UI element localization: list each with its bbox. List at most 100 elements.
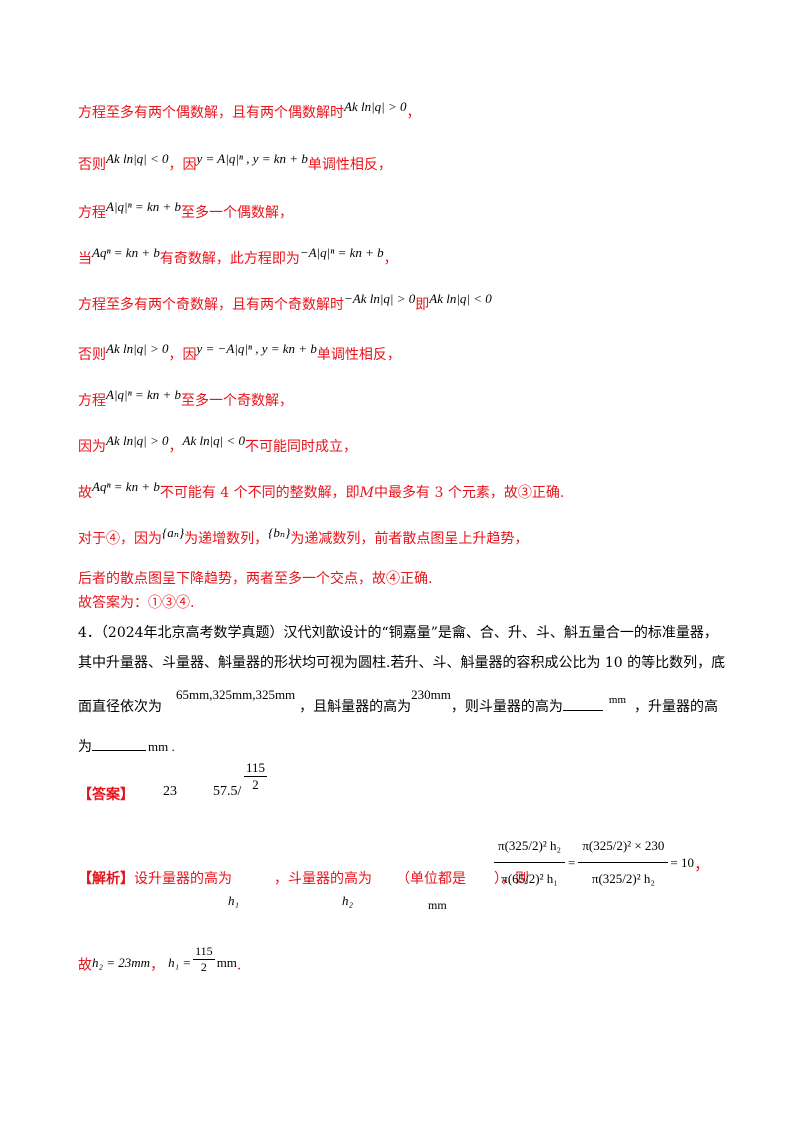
text: ，则斗量器的高为	[450, 699, 563, 715]
formula: A|q|ⁿ = kn + b	[106, 387, 181, 402]
formula: {bₙ}	[268, 525, 291, 540]
formula: h₂ = 23mm	[92, 954, 151, 970]
text: 方程	[78, 393, 106, 409]
denominator: π(65/2)² h₁	[501, 871, 558, 886]
formula: y = −A|q|ⁿ , y = kn + b	[196, 341, 317, 356]
solution-conclusion: 故答案为：①③④.	[78, 595, 195, 611]
formula: {aₙ}	[162, 525, 185, 540]
equation-result: = 10	[670, 854, 695, 870]
solution-line-3: 方程A|q|ⁿ = kn + b至多一个偶数解，	[78, 199, 293, 222]
numerator: 115	[244, 760, 268, 777]
numerator: 115	[193, 944, 215, 960]
text: 面直径依次为	[78, 699, 162, 715]
variable-h1: h₁	[228, 893, 240, 908]
text: 因为	[78, 439, 106, 455]
text: 至多一个奇数解，	[181, 393, 293, 409]
solution-line-1: 方程至多有两个偶数解，且有两个偶数解时Ak ln|q| > 0，	[78, 99, 421, 122]
formula: Ak ln|q| < 0	[429, 291, 492, 306]
answer-blank-1[interactable]	[562, 698, 603, 711]
text: ，因	[168, 157, 197, 173]
problem-line-1: 4．（2024年北京高考数学真题）汉代刘歆设计的“铜嘉量”是龠、合、升、斗、斛五…	[78, 625, 718, 641]
text: （单位都是	[396, 871, 466, 887]
solution-line-10: 对于④，因为{aₙ}为递增数列，{bₙ}为递减数列，前者散点图呈上升趋势，	[78, 525, 529, 548]
text: 中最多有 3 个元素，故③正确.	[374, 485, 565, 501]
denominator: 2	[200, 960, 207, 974]
text: 即	[415, 297, 430, 313]
text: 方程至多有两个奇数解，且有两个奇数解时	[78, 297, 344, 313]
analysis-label: 【解析】	[78, 871, 134, 887]
text: 不可能同时成立，	[245, 439, 357, 455]
formula: Ak ln|q| > 0	[344, 99, 407, 114]
solution-line-6: 否则Ak ln|q| > 0，因y = −A|q|ⁿ , y = kn + b单…	[78, 341, 401, 364]
text: 方程至多有两个偶数解，且有两个偶数解时	[78, 105, 344, 121]
answer-fraction: 115 2	[244, 760, 268, 793]
answer-value-1: 23	[163, 784, 177, 799]
problem-line-3: 面直径依次为 65mm,325mm,325mm，且斛量器的高为230mm，则斗量器…	[78, 687, 719, 717]
unit: mm	[216, 954, 237, 970]
text: ，	[694, 854, 711, 874]
text: ，	[168, 439, 183, 455]
formula: h₁ =	[168, 954, 192, 970]
solution-line-7: 方程A|q|ⁿ = kn + b至多一个奇数解，	[78, 387, 293, 410]
variable-h2: h₂	[342, 893, 354, 908]
text: ），则	[494, 871, 529, 887]
set-symbol: M	[359, 485, 375, 501]
formula: A|q|ⁿ = kn + b	[106, 199, 181, 214]
answer-value-2: 57.5/	[213, 784, 242, 799]
numerator: π(325/2)² × 230	[578, 830, 669, 863]
problem-line-4: 为 mm .	[78, 738, 175, 756]
solution-line-2: 否则Ak ln|q| < 0，因y = A|q|ⁿ , y = kn + b单调…	[78, 151, 392, 174]
formula: Ak ln|q| > 0	[106, 341, 169, 356]
text: 否则	[78, 347, 106, 363]
unit: mm .	[148, 739, 175, 754]
text: 方程	[78, 205, 106, 221]
text: 至多一个偶数解，	[181, 205, 293, 221]
text: ，斗量器的高为	[274, 871, 372, 887]
text: 单调性相反，	[307, 157, 392, 173]
answer-blank-2[interactable]	[92, 738, 146, 751]
solution-line-11: 后者的散点图呈下降趋势，两者至多一个交点，故④正确.	[78, 571, 433, 587]
equation: π(325/2)² h₂ π(65/2)² h₁ = π(325/2)² × 2…	[494, 830, 710, 895]
formula: 65mm,325mm,325mm	[176, 687, 296, 702]
answer-label: 【答案】	[78, 787, 134, 803]
formula: Ak ln|q| < 0	[182, 433, 246, 448]
unit-mm: mm	[428, 898, 447, 912]
analysis-line: 【解析】设升量器的高为 ，斗量器的高为 （单位都是 ），则	[78, 868, 529, 888]
solution-line-4: 当Aqⁿ = kn + b有奇数解，此方程即为−A|q|ⁿ = kn + b，	[78, 245, 398, 268]
denominator: 2	[252, 777, 259, 792]
formula: Ak ln|q| < 0	[106, 151, 169, 166]
numerator: π(325/2)² h₂	[494, 830, 566, 863]
text: ，	[383, 251, 398, 267]
formula: Ak ln|q| > 0	[106, 433, 169, 448]
text: 为	[78, 739, 92, 755]
text: 为递增数列，	[184, 531, 269, 547]
fraction-right: π(325/2)² × 230 π(325/2)² h₂	[578, 830, 669, 895]
text: 故	[78, 957, 92, 974]
text: 否则	[78, 157, 106, 173]
text: 故	[78, 485, 92, 501]
formula: −A|q|ⁿ = kn + b	[299, 245, 384, 260]
denominator: π(325/2)² h₂	[591, 871, 655, 886]
formula: Aqⁿ = kn + b	[92, 479, 160, 494]
text: ，因	[168, 347, 197, 363]
text: 为递减数列，前者散点图呈上升趋势，	[290, 531, 529, 547]
formula: 230mm	[411, 687, 451, 702]
text: 当	[78, 251, 92, 267]
text: 不可能有 4 个不同的整数解，即	[159, 485, 360, 501]
text: ，	[406, 105, 421, 121]
formula: y = A|q|ⁿ , y = kn + b	[196, 151, 308, 166]
text: 设升量器的高为	[134, 871, 232, 887]
text: .	[236, 957, 242, 974]
solution-line-8: 因为Ak ln|q| > 0，Ak ln|q| < 0不可能同时成立，	[78, 433, 357, 456]
text: ，且斛量器的高为	[299, 699, 412, 715]
solution-line-5: 方程至多有两个奇数解，且有两个奇数解时−Ak ln|q| > 0即Ak ln|q…	[78, 291, 492, 314]
text: 单调性相反，	[316, 347, 401, 363]
text: 有奇数解，此方程即为	[159, 251, 300, 267]
text: 对于④，因为	[78, 531, 162, 547]
fraction-left: π(325/2)² h₂ π(65/2)² h₁	[494, 830, 566, 895]
solution-line-9: 故Aqⁿ = kn + b不可能有 4 个不同的整数解，即M中最多有 3 个元素…	[78, 479, 565, 502]
text: ，升量器的高	[634, 699, 719, 715]
formula: −Ak ln|q| > 0	[344, 291, 416, 306]
